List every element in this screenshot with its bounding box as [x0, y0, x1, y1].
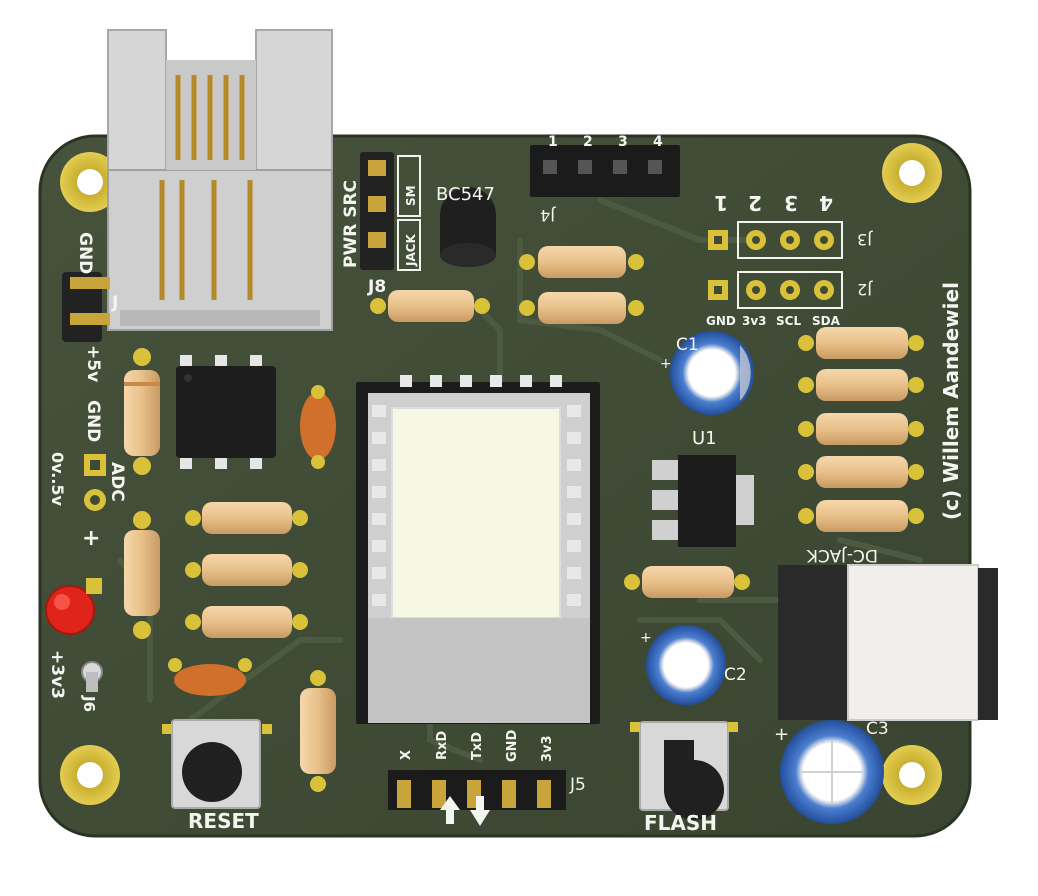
j5-pin-3v3: 3v3 — [540, 735, 555, 762]
j3-label: J3 — [857, 230, 873, 249]
wifi-module-icon — [356, 375, 600, 724]
j2-label: J2 — [857, 280, 873, 299]
resistor-r-top-2 — [519, 292, 644, 324]
j2-label-3v3: 3v3 — [742, 314, 767, 328]
resistor-r-top-3 — [370, 290, 490, 322]
test-pin-j6 — [81, 661, 103, 692]
j2-label-gnd: GND — [706, 314, 736, 328]
ceramic-cap-2 — [174, 664, 246, 696]
arrow-up-icon — [440, 796, 460, 824]
copyright-label: (c) Willem Aandewiel — [939, 282, 963, 520]
j4-pin-4: 4 — [653, 134, 663, 150]
c1-label: C1 — [676, 335, 699, 355]
j4-header — [530, 145, 680, 197]
resistor-r-mid-2 — [185, 554, 308, 586]
pwr-src-label: PWR SRC — [341, 180, 361, 268]
j4-pin-1: 1 — [548, 134, 558, 150]
reset-button[interactable] — [162, 719, 272, 809]
j5-pin-gnd: GND — [505, 729, 520, 762]
dc-jack-label: DC-JACK — [806, 545, 878, 565]
resistor-r-left-2 — [124, 511, 160, 639]
c3-plus: + — [774, 724, 789, 745]
gnd-top-label: GND — [75, 232, 95, 274]
j5-pin-txd: TxD — [470, 732, 485, 760]
j3-pin-2: 2 — [748, 191, 762, 215]
capacitor-c3 — [780, 720, 884, 824]
pwr-src-jumper — [360, 152, 421, 271]
gnd-mid-label: GND — [83, 400, 103, 442]
u1-label: U1 — [692, 428, 717, 449]
j3-pin-1: 1 — [714, 191, 728, 215]
j4-pin-2: 2 — [583, 134, 593, 150]
mounting-holes — [60, 143, 942, 805]
c2-label: C2 — [724, 665, 747, 685]
ic-dip8 — [176, 355, 276, 469]
reset-label: RESET — [188, 809, 259, 833]
j2-label-sda: SDA — [812, 314, 841, 328]
j4-pin-3: 3 — [618, 134, 628, 150]
j-left-label: J — [111, 293, 118, 313]
resistor-r-mid-1 — [185, 502, 308, 534]
j2-pads — [708, 271, 843, 309]
c3-label: C3 — [866, 719, 889, 739]
rj-jack-icon — [107, 29, 333, 331]
adc-label: ADC — [107, 462, 127, 502]
j8-label: J8 — [367, 277, 386, 297]
jack-label: JACK — [404, 233, 418, 267]
j6-label: J6 — [80, 695, 98, 712]
led-red — [45, 578, 102, 635]
dc-barrel-jack-icon — [778, 564, 998, 721]
arrow-down-icon — [470, 796, 490, 826]
resistor-r-mid-4 — [300, 670, 336, 792]
capacitor-c2 — [646, 625, 726, 705]
j3-pin-4: 4 — [819, 191, 833, 215]
resistor-r-left-1 — [124, 348, 160, 475]
resistor-column-right — [798, 327, 924, 532]
j2-label-scl: SCL — [776, 314, 801, 328]
j3-pin-3: 3 — [784, 191, 798, 215]
resistor-r-top-1 — [519, 246, 644, 278]
capacitor-c1 — [670, 331, 754, 415]
resistor-r-u1 — [624, 566, 750, 598]
flash-label: FLASH — [644, 811, 717, 835]
resistor-r-mid-3 — [185, 606, 308, 638]
power-pin-header — [62, 272, 110, 342]
sm-label: SM — [404, 185, 418, 206]
j3-pads — [708, 221, 843, 259]
range-label: 0v..5v — [48, 452, 67, 507]
flash-button[interactable] — [630, 721, 738, 820]
c1-plus: + — [660, 356, 672, 372]
plus5v-label: +5v — [83, 345, 103, 382]
regulator-u1 — [652, 455, 754, 547]
j5-label: J5 — [569, 775, 586, 795]
transistor-bc547 — [440, 187, 496, 267]
transistor-label: BC547 — [436, 184, 495, 205]
c2-plus: + — [640, 630, 652, 646]
j5-pin-x: X — [399, 750, 414, 760]
j4-label: J4 — [540, 206, 556, 225]
ceramic-cap-1 — [300, 392, 336, 460]
adc-plus-label: + — [82, 526, 100, 551]
j5-pin-rxd: RxD — [435, 731, 450, 760]
plus3v3-label: +3v3 — [47, 650, 67, 699]
